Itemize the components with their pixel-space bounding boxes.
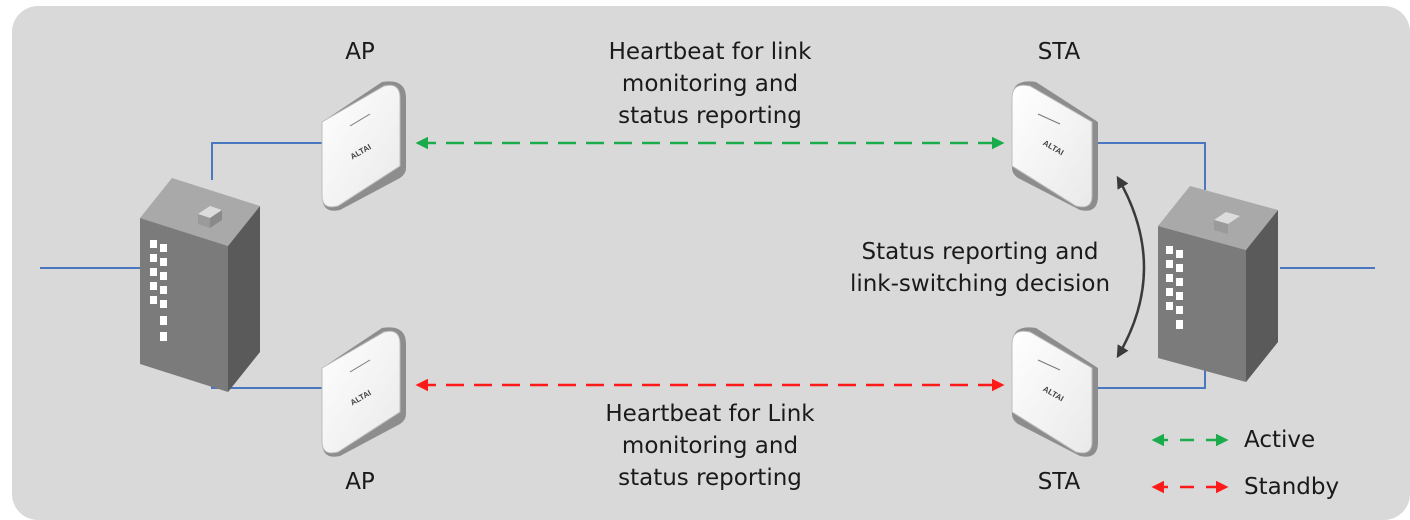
status-switch-label: Status reporting and link-switching deci… [820,236,1140,300]
heartbeat-top-line-1: Heartbeat for link [608,39,812,65]
heartbeat-top-line-2: monitoring and [621,71,799,97]
heartbeat-bottom-line-2: monitoring and [621,433,799,459]
left-switch [140,178,260,392]
cable-sta-top-to-right-switch [1098,142,1206,190]
heartbeat-top-label: Heartbeat for link monitoring and status… [560,36,860,132]
sta-top-label: STA [1037,39,1081,65]
status-switch-line-1: Status reporting and [861,239,1099,265]
heartbeat-bottom-line-3: status reporting [618,465,802,491]
ap-bottom-label: AP [345,469,375,495]
heartbeat-bottom-label: Heartbeat for Link monitoring and status… [560,398,860,494]
ap-top-device: ALTAI [321,81,406,211]
legend-standby-label: Standby [1244,474,1340,500]
left-switch-ports [150,240,167,341]
right-switch [1158,186,1278,382]
heartbeat-top-line-3: status reporting [618,103,802,129]
right-switch-ports [1166,246,1183,329]
ap-top-label: AP [345,39,375,65]
sta-bottom-device: ALTAI [1011,327,1098,457]
ap-bottom-device: ALTAI [321,327,406,457]
status-switch-line-2: link-switching decision [849,271,1111,297]
sta-status-exchange-arrow [1116,175,1146,359]
legend-active-label: Active [1244,427,1316,453]
heartbeat-bottom-line-1: Heartbeat for Link [605,401,815,427]
sta-top-device: ALTAI [1011,81,1098,211]
sta-bottom-label: STA [1037,469,1081,495]
cable-left-switch-to-ap-top [211,142,322,180]
